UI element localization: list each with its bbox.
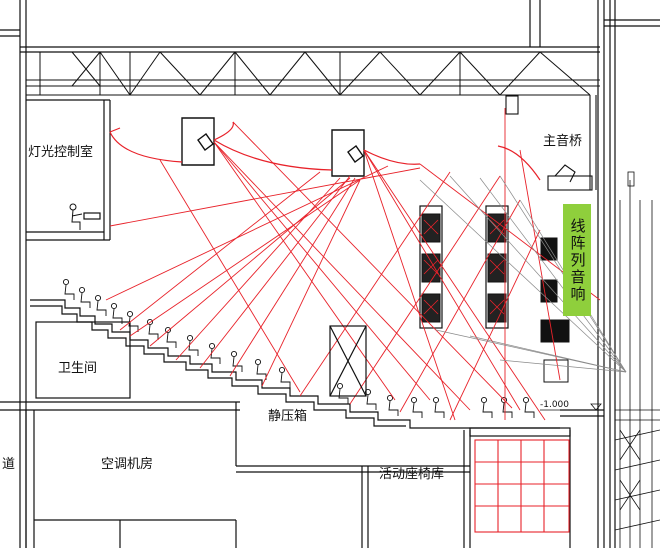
- acoustic-ray: [519, 149, 561, 381]
- audience-member: [336, 382, 349, 404]
- acoustic-ray: [149, 177, 351, 347]
- plenum-door-frame: [329, 325, 367, 397]
- coverage-ray: [419, 179, 627, 373]
- audience-member: [94, 294, 107, 316]
- ac-room-label: 空调机房: [101, 457, 154, 472]
- speaker-columns: [419, 205, 509, 329]
- acoustic-ray: [213, 141, 471, 411]
- acoustic-ray: [229, 177, 356, 377]
- audience-member: [500, 396, 513, 418]
- coverage-ray: [449, 175, 627, 373]
- coverage-ray: [499, 359, 627, 373]
- acoustic-ray: [213, 141, 431, 401]
- line-array-cabinets: [540, 237, 570, 383]
- speaker-coverage-rays: [419, 175, 627, 373]
- audience-member: [78, 286, 91, 308]
- acoustic-ray: [175, 177, 341, 361]
- acoustic-ray: [261, 179, 361, 387]
- speaker-cabinet: [421, 213, 441, 243]
- speaker-cabinet: [421, 293, 441, 323]
- lighting-room-label: 灯光控制室: [28, 145, 94, 160]
- acoustic-ray: [363, 149, 546, 421]
- acoustic-ray: [199, 175, 351, 369]
- coverage-ray: [479, 177, 627, 373]
- roof-truss: [26, 51, 600, 96]
- audience-member: [254, 358, 267, 380]
- acoustic-rays: [105, 108, 601, 421]
- acoustic-ray: [349, 175, 501, 405]
- lighting-room-walls: [26, 99, 111, 241]
- corridor-label: 道: [2, 457, 16, 472]
- acoustic-ray: [232, 121, 513, 409]
- speaker-cabinet: [487, 253, 507, 283]
- ceiling-lighting-booth-right: [331, 129, 365, 177]
- acoustic-ray: [213, 141, 396, 401]
- restroom-label: 卫生间: [58, 361, 98, 376]
- audience-member: [230, 350, 243, 372]
- speaker-cabinet: [487, 293, 507, 323]
- line-array-tag: 线阵列音响: [563, 204, 591, 316]
- coverage-ray: [469, 335, 627, 373]
- stage-tower-structure: [614, 171, 660, 548]
- elevation-mark: [540, 403, 602, 411]
- acoustic-ray: [363, 149, 521, 411]
- acoustic-ray: [449, 229, 541, 421]
- ceiling-reflectors: [109, 121, 541, 181]
- plenum-box-label: 静压箱: [268, 409, 308, 424]
- seating-rake: [30, 299, 560, 429]
- acoustic-ray: [159, 159, 301, 393]
- acoustic-ray: [129, 179, 361, 337]
- ceiling-lighting-booth-left: [181, 117, 215, 166]
- audience-member: [480, 396, 493, 418]
- acoustic-ray: [109, 167, 421, 227]
- audience-member: [146, 318, 159, 340]
- sound-bridge-label: 主音桥: [543, 134, 583, 149]
- speaker-column: [419, 205, 443, 329]
- speaker-cabinet: [421, 253, 441, 283]
- sound-bridge: [505, 94, 597, 191]
- audience-member: [278, 366, 291, 388]
- lower-rooms: [0, 321, 471, 548]
- audience-member: [386, 394, 399, 416]
- operator-figure: [69, 203, 83, 230]
- audience-member: [410, 396, 423, 418]
- acoustic-ray: [399, 199, 521, 413]
- audience-member: [432, 396, 445, 418]
- acoustic-ray: [119, 171, 321, 331]
- audience-member: [62, 278, 75, 300]
- stage-lift: [469, 409, 604, 548]
- movable-seat-racks: [474, 439, 570, 533]
- audience-member: [522, 396, 535, 418]
- audience-member: [110, 302, 123, 324]
- acoustic-ray: [299, 171, 451, 397]
- audience-member: [164, 326, 177, 348]
- audience-member: [364, 388, 377, 410]
- acoustic-ray: [105, 165, 389, 301]
- acoustic-ray: [363, 149, 456, 421]
- movable-seat-store-label: 活动座椅库: [379, 467, 445, 482]
- elevation-mark-label: -1.000: [540, 400, 570, 410]
- line-array-label: 线阵列音响: [568, 217, 587, 303]
